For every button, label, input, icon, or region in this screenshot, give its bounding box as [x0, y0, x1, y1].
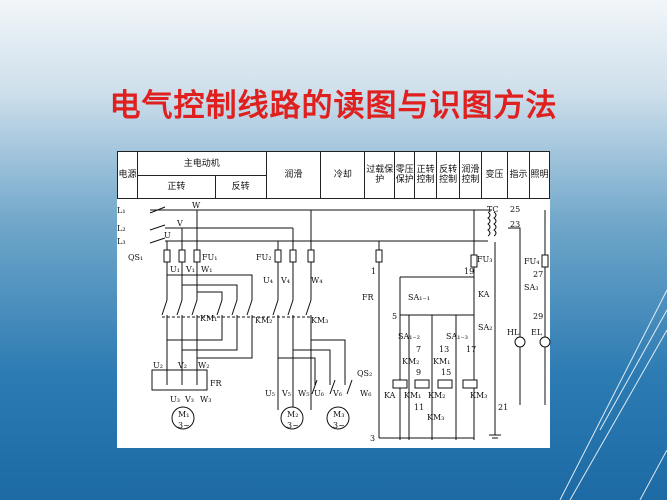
- label-FU1: FU₁: [202, 253, 218, 262]
- label-W4: W₄: [311, 276, 322, 285]
- label-U3: U₃: [170, 395, 180, 404]
- label-25: 25: [510, 205, 520, 214]
- label-KM2: KM₂: [255, 316, 272, 325]
- label-L2: L₂: [117, 224, 126, 233]
- label-11: 11: [414, 403, 424, 412]
- label-KM2-contact: KM₂: [402, 357, 419, 366]
- label-5: 5: [392, 312, 397, 321]
- label-U6: U₆: [314, 389, 324, 398]
- col-lubrication: 润滑: [265, 151, 322, 199]
- label-V1: V₁: [185, 265, 195, 274]
- label-KM1-contact: KM₁: [433, 357, 450, 366]
- label-KM3: KM₃: [311, 316, 328, 325]
- label-V2: V₂: [177, 361, 187, 370]
- col-reverse-ctrl: 反转控制: [436, 151, 461, 199]
- label-EL: EL: [531, 328, 543, 337]
- label-QS2: QS₂: [357, 369, 372, 378]
- label-17: 17: [466, 345, 476, 354]
- label-V3: V₃: [184, 395, 194, 404]
- function-header-table: 电源 主电动机 润滑 冷却 过载保护 零压保护 正转控制 反转控制 润滑控制 变…: [117, 151, 551, 199]
- col-lube-ctrl: 润滑控制: [459, 151, 483, 199]
- label-19: 19: [464, 267, 474, 276]
- label-W: W: [192, 201, 201, 210]
- label-M2-phase: 3~: [287, 421, 299, 430]
- label-FR-contact: FR: [362, 293, 375, 302]
- label-13: 13: [439, 345, 449, 354]
- label-21: 21: [498, 403, 508, 412]
- fuses: [163, 249, 549, 268]
- label-SA2: SA₂: [478, 323, 492, 332]
- label-HL: HL: [507, 328, 520, 337]
- label-KM1-coil: KM₁: [404, 391, 421, 400]
- col-lighting: 照明: [528, 151, 551, 199]
- label-29: 29: [533, 312, 543, 321]
- contactor-contacts: [151, 274, 353, 410]
- label-U1: U₁: [170, 265, 180, 274]
- diagram-labels: L₁ L₂ L₃ QS₁ W V U FU₁ U₁ V₁ W₁ FU₂ U₄ V…: [117, 201, 543, 443]
- label-M1-phase: 3~: [178, 421, 190, 430]
- col-overload: 过载保护: [364, 151, 396, 199]
- label-KA: KA: [478, 290, 490, 299]
- label-L1: L₁: [117, 206, 126, 215]
- label-TC: TC: [487, 205, 498, 214]
- col-transformer: 变压: [481, 151, 508, 199]
- label-KM3-contact: KM₃: [427, 413, 444, 422]
- label-FU4: FU₄: [524, 257, 540, 266]
- label-U: U: [164, 231, 171, 240]
- label-KM3-coil: KM₃: [470, 391, 487, 400]
- label-U5: U₅: [265, 389, 275, 398]
- label-M3-phase: 3~: [333, 421, 345, 430]
- label-FU3: FU₃: [477, 255, 493, 264]
- label-W5: W₅: [298, 389, 309, 398]
- circuit-diagram: 电源 主电动机 润滑 冷却 过载保护 零压保护 正转控制 反转控制 润滑控制 变…: [117, 151, 551, 448]
- col-power: 电源: [117, 151, 138, 199]
- label-SA1-1: SA₁₋₁: [408, 293, 430, 302]
- label-FR: FR: [210, 379, 223, 388]
- label-7: 7: [416, 345, 421, 354]
- label-W1: W₁: [201, 265, 212, 274]
- label-KM1: KM₁: [200, 314, 217, 323]
- label-V5: V₅: [281, 389, 291, 398]
- label-W3: W₃: [200, 395, 211, 404]
- label-V6: V₆: [332, 389, 342, 398]
- slide-title: 电气控制线路的读图与识图方法: [109, 88, 558, 124]
- label-L3: L₃: [117, 237, 126, 246]
- col-forward: 正转: [136, 175, 216, 199]
- label-U2: U₂: [153, 361, 163, 370]
- label-M2: M₂: [287, 410, 298, 419]
- label-9: 9: [416, 368, 421, 377]
- label-KM2-coil: KM₂: [428, 391, 445, 400]
- label-KA-coil: KA: [384, 391, 396, 400]
- label-15: 15: [441, 368, 451, 377]
- label-V4: V₄: [280, 276, 290, 285]
- label-M3: M₃: [333, 410, 344, 419]
- label-M1: M₁: [178, 410, 189, 419]
- label-SA1-3: SA₁₋₃: [446, 332, 468, 341]
- label-QS1: QS₁: [128, 253, 143, 262]
- label-23: 23: [510, 220, 520, 229]
- label-FU2: FU₂: [256, 253, 272, 262]
- label-SA3: SA₃: [524, 283, 538, 292]
- label-1: 1: [371, 267, 376, 276]
- label-W2: W₂: [198, 361, 209, 370]
- col-reverse: 反转: [214, 175, 267, 199]
- motors: [171, 406, 350, 430]
- label-SA1-2: SA₁₋₂: [398, 332, 420, 341]
- label-3: 3: [370, 434, 375, 443]
- label-W6: W₆: [360, 389, 371, 398]
- control-circuit: [379, 276, 551, 440]
- label-U4: U₄: [263, 276, 273, 285]
- col-cooling: 冷却: [320, 151, 366, 199]
- label-27: 27: [533, 270, 543, 279]
- label-V: V: [176, 219, 183, 228]
